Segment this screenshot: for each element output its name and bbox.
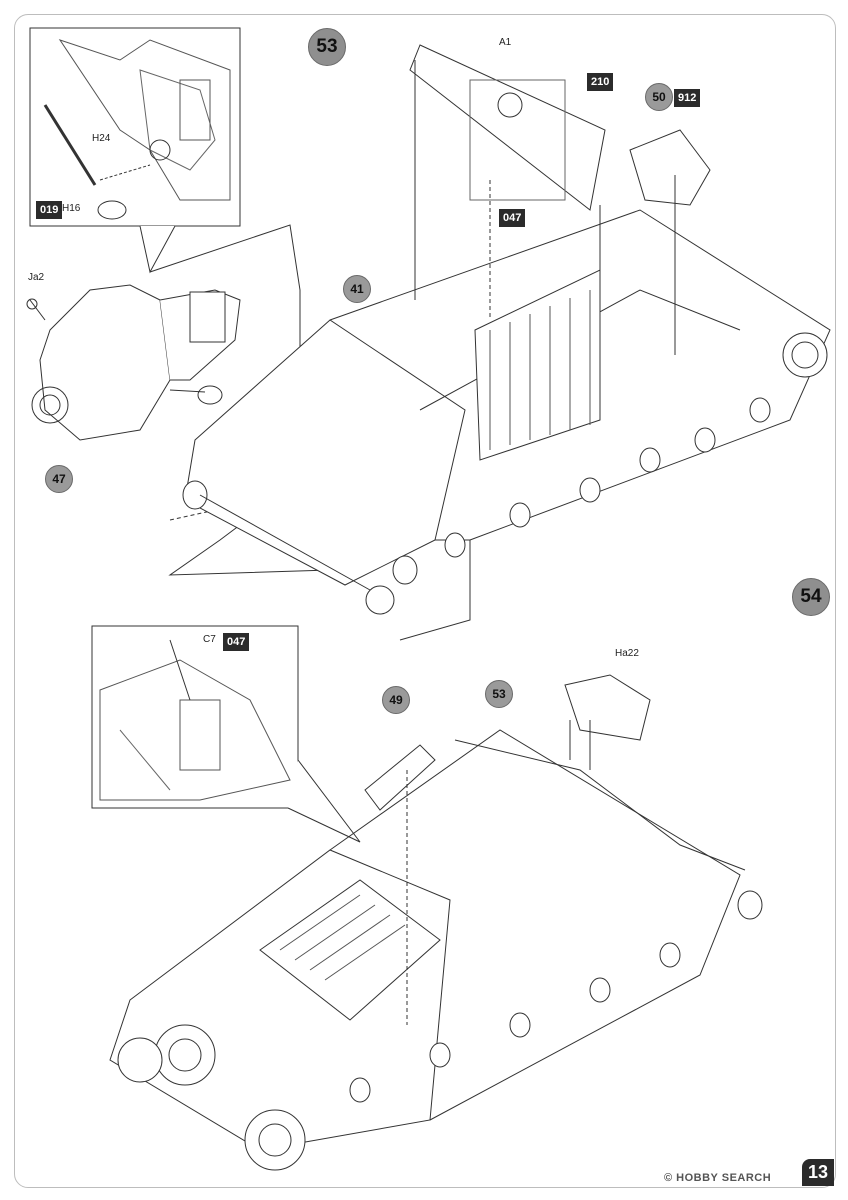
part-label-c7: C7 [203,634,216,645]
subassembly-badge-53: 53 [485,680,513,708]
part-code-047: 047 [499,209,526,227]
part-code-019: 019 [36,201,63,219]
part-code-047: 047 [223,633,250,651]
hatch-part [564,674,651,741]
part-label-h16: H16 [62,203,81,214]
part-code-912: 912 [674,89,701,107]
part-label-a1: A1 [499,37,512,48]
subassembly-badge-47: 47 [45,465,73,493]
step-number-54: 54 [792,578,830,616]
part-label-ha22: Ha22 [615,648,639,659]
armor-plate-part [629,129,711,206]
engine-deck-part [364,744,436,811]
subassembly-badge-49: 49 [382,686,410,714]
watermark: © HOBBY SEARCH [664,1172,772,1184]
bulkhead-part [409,44,606,211]
subassembly-badge-50: 50 [645,83,673,111]
step-number-53: 53 [308,28,346,66]
detail-inset-box [29,27,241,227]
part-label-ja2: Ja2 [28,272,45,283]
part-code-210: 210 [587,73,614,91]
detail-inset-box [91,625,299,809]
subassembly-badge-41: 41 [343,275,371,303]
page-number: 13 [801,1159,834,1186]
part-label-h24: H24 [92,133,111,144]
